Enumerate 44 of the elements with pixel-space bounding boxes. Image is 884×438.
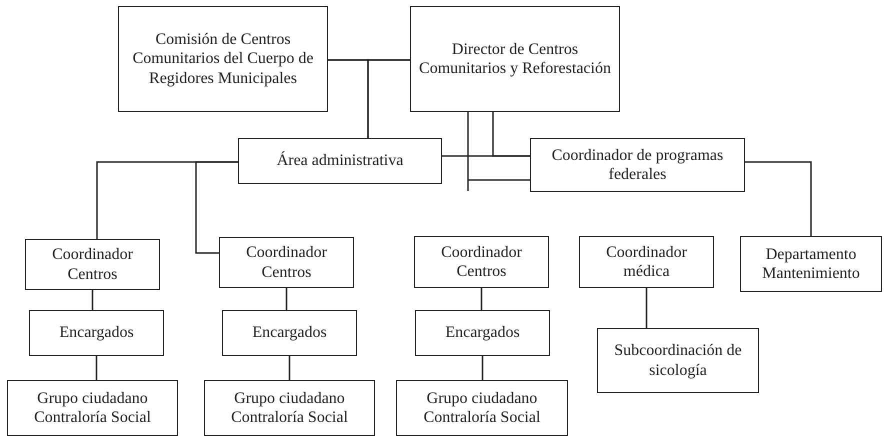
box-label: Director de Centros Comunitarios y Reforestación	[418, 40, 612, 78]
connector-line	[96, 356, 98, 380]
box-label: Encargados	[59, 323, 134, 343]
org-box	[396, 380, 568, 436]
connector-line	[482, 356, 484, 380]
box-label: Subcoordinación de sicología	[613, 341, 743, 380]
box-label: Grupo ciudadano Contraloría Social	[422, 388, 542, 428]
org-box	[7, 380, 178, 436]
connector-line	[92, 290, 94, 310]
org-box	[530, 138, 745, 192]
org-box	[415, 310, 550, 356]
connector-line	[195, 161, 238, 254]
org-box	[740, 236, 882, 292]
org-box	[579, 236, 714, 288]
connector-line	[480, 288, 482, 310]
box-label: Área administrativa	[276, 151, 404, 171]
connector-line	[367, 59, 410, 138]
org-box	[219, 237, 354, 288]
box-label: Encargados	[252, 323, 327, 343]
org-box	[29, 310, 164, 356]
box-label: Coordinador Centros	[440, 242, 523, 282]
connector-line	[442, 155, 530, 157]
org-box	[410, 6, 620, 112]
box-label: Coordinador de programas federales	[550, 146, 724, 184]
org-box	[414, 236, 549, 288]
connector-line	[467, 112, 530, 192]
org-box	[25, 239, 160, 290]
connector-line	[745, 161, 812, 236]
box-label: Grupo ciudadano Contraloría Social	[33, 388, 152, 428]
org-box	[222, 310, 357, 356]
box-label: Encargados	[445, 323, 520, 343]
org-box	[118, 6, 328, 112]
box-label: Departamento Mantenimiento	[761, 244, 861, 284]
org-box	[238, 138, 442, 184]
org-box	[204, 380, 375, 436]
org-box	[597, 328, 759, 393]
box-label: Coordinador médica	[605, 242, 688, 282]
connector-line	[288, 356, 290, 380]
box-label: Coordinador Centros	[51, 245, 134, 284]
connector-line	[286, 288, 288, 310]
box-label: Comisión de Centros Comunitarios del Cuerpo de Regidores Municipales	[132, 30, 314, 88]
box-label: Grupo ciudadano Contraloría Social	[230, 388, 349, 428]
connector-line	[646, 288, 648, 328]
box-label: Coordinador Centros	[245, 243, 328, 282]
